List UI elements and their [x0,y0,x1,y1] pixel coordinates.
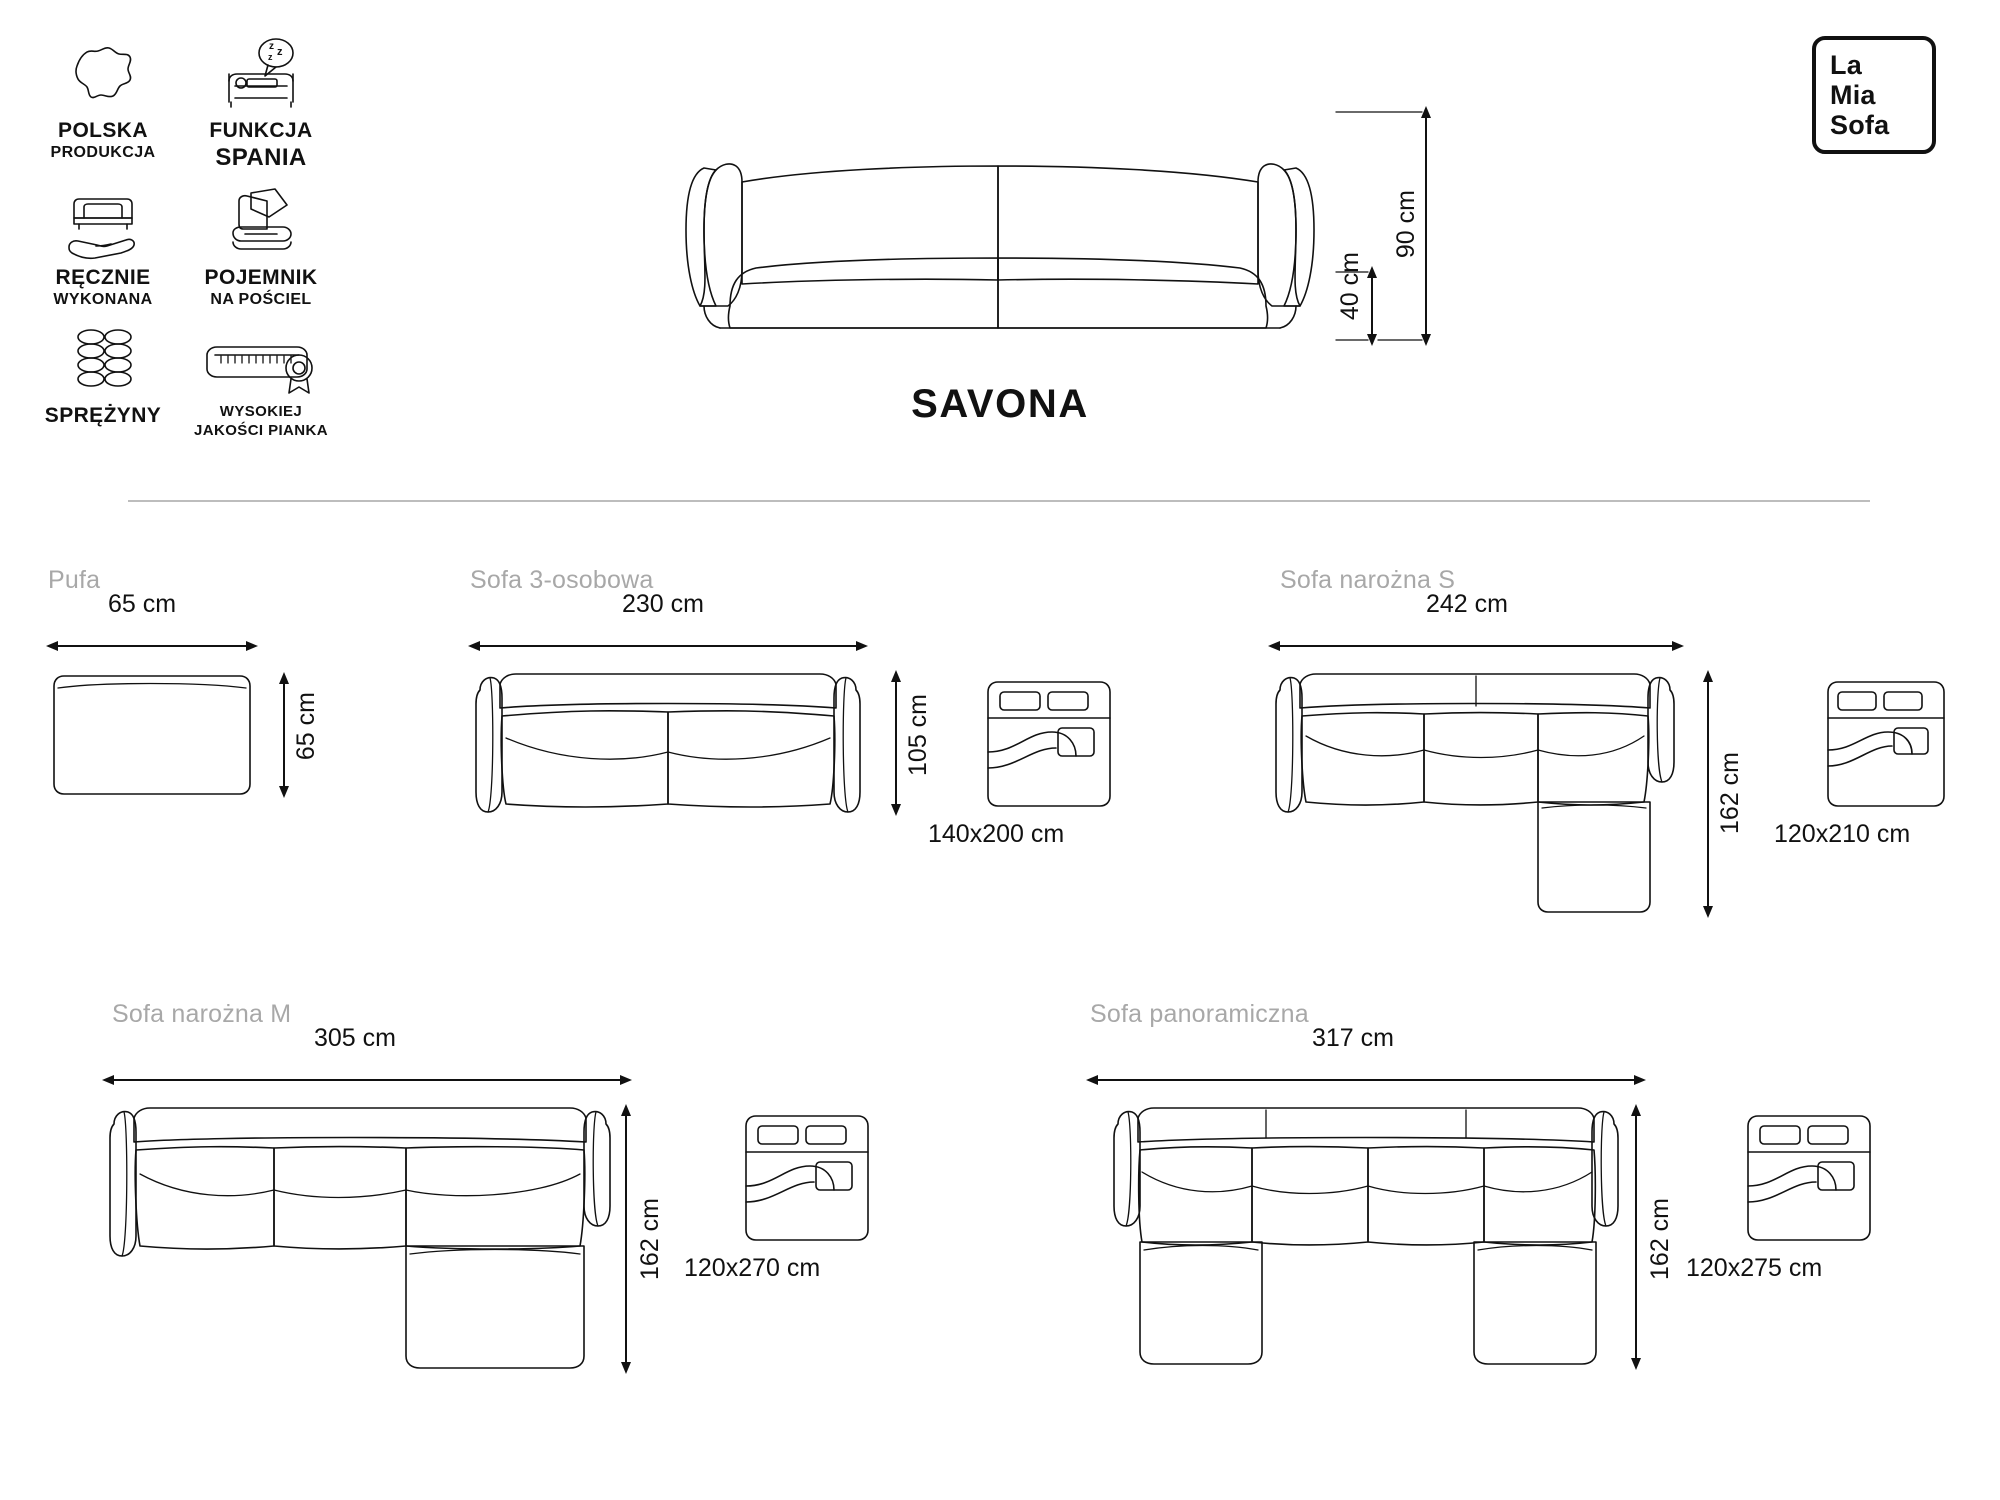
badge-recznie-wykonana: RĘCZNIE WYKONANA [28,181,178,309]
badge-label-line1: RĘCZNIE [55,266,151,290]
variant-sofa-narozna-m: Sofa narożna M [112,1000,291,1029]
variant-title: Sofa 3-osobowa [470,566,654,594]
svg-text:z: z [269,41,274,52]
badge-row: SPRĘŻYNY WYSOKIEJ [28,319,338,439]
badge-funkcja-spania: z z z FUNKCJA SPANIA [186,34,336,171]
high-quality-foam-icon [197,319,325,397]
variant-pufa: Pufa [48,566,100,595]
variant-title: Sofa narożna S [1280,566,1456,594]
variant-sofa-panoramiczna-drawing: 317 cm 162 cm [1080,1024,1680,1421]
variant-sofa-3-osobowa-drawing: 230 cm 105 cm [462,590,932,897]
panoramiczna-width-label: 317 cm [1312,1024,1394,1052]
logo-line1: La [1830,49,1862,80]
variant-title: Sofa panoramiczna [1090,1000,1309,1028]
hero-height-total-label: 90 cm [1392,190,1420,259]
variant-sofa-narozna-m-bed: 120x270 cm [684,1112,880,1282]
pufa-depth-label: 65 cm [292,692,320,761]
badge-label-line1: POLSKA [58,119,148,142]
logo-line2: Mia [1830,79,1876,110]
badge-row: RĘCZNIE WYKONANA POJEMNIK NA POŚCIEL [28,181,338,309]
variant-sofa-narozna-s-drawing: 242 cm 162 cm [1262,590,1772,967]
sleep-function-icon: z z z [221,34,301,112]
variant-sofa-3-osobowa: Sofa 3-osobowa [470,566,653,595]
hero-height-seat-label: 40 cm [1336,252,1364,321]
narozna-s-bed-label: 120x210 cm [1774,820,1911,848]
narozna-s-depth-label: 162 cm [1716,752,1744,834]
badge-row: POLSKA PRODUKCJA z z z [28,34,338,171]
panoramiczna-bed-label: 120x275 cm [1686,1254,1823,1282]
variant-pufa-drawing: 65 cm 65 cm [40,590,320,887]
narozna-m-bed-label: 120x270 cm [684,1254,821,1282]
svg-text:z: z [277,46,283,58]
variant-sofa-narozna-s: Sofa narożna S [1280,566,1455,595]
feature-badges: POLSKA PRODUKCJA z z z [28,34,338,449]
panoramiczna-depth-label: 162 cm [1646,1198,1674,1280]
badge-label-line1: POJEMNIK [204,266,318,290]
badge-wysokiej-jakosci-pianka: WYSOKIEJ JAKOŚCI PIANKA [186,319,336,439]
badge-label-line2: PRODUKCJA [50,143,156,161]
badge-pojemnik-na-posciel: POJEMNIK NA POŚCIEL [186,181,336,309]
badge-label-line1: WYSOKIEJ [219,403,303,421]
hero-dimension-arrows: 40 cm 90 cm [1330,84,1460,354]
sofa3-width-label: 230 cm [622,590,704,618]
svg-text:z: z [268,52,273,62]
brand-logo: La Mia Sofa [1812,36,1936,154]
badge-sprezyny: SPRĘŻYNY [28,319,178,439]
logo-line3: Sofa [1830,110,1890,141]
badge-label-line1: SPRĘŻYNY [44,404,162,428]
variant-title: Pufa [48,566,101,594]
sofa3-depth-label: 105 cm [904,694,932,776]
sofa3-bed-label: 140x200 cm [928,820,1065,848]
narozna-m-depth-label: 162 cm [636,1198,664,1280]
badge-label-line2: JAKOŚCI PIANKA [194,421,328,439]
badge-label-line2: SPANIA [215,143,307,171]
badge-label-line1: FUNKCJA [209,119,313,142]
variant-sofa-3-osobowa-bed: 140x200 cm [928,678,1122,848]
variant-sofa-panoramiczna: Sofa panoramiczna [1090,1000,1309,1029]
page-title: SAVONA [911,382,1089,426]
variant-sofa-narozna-m-drawing: 305 cm 162 cm [96,1024,664,1421]
narozna-s-width-label: 242 cm [1426,590,1508,618]
section-divider [128,500,1870,502]
narozna-m-width-label: 305 cm [314,1024,396,1052]
badge-polska-produkcja: POLSKA PRODUKCJA [28,34,178,171]
badge-label-line2: WYKONANA [53,290,153,308]
variant-sofa-panoramiczna-bed: 120x275 cm [1686,1112,1882,1282]
badge-label-line2: NA POŚCIEL [210,290,312,308]
variant-sofa-narozna-s-bed: 120x210 cm [1774,678,1952,848]
hero-sofa-illustration [660,70,1340,340]
handmade-sofa-icon [63,181,143,260]
variant-title: Sofa narożna M [112,1000,292,1028]
poland-map-icon [66,34,140,112]
springs-icon [65,319,141,397]
pufa-width-label: 65 cm [108,590,177,618]
bedding-container-icon [221,181,301,259]
